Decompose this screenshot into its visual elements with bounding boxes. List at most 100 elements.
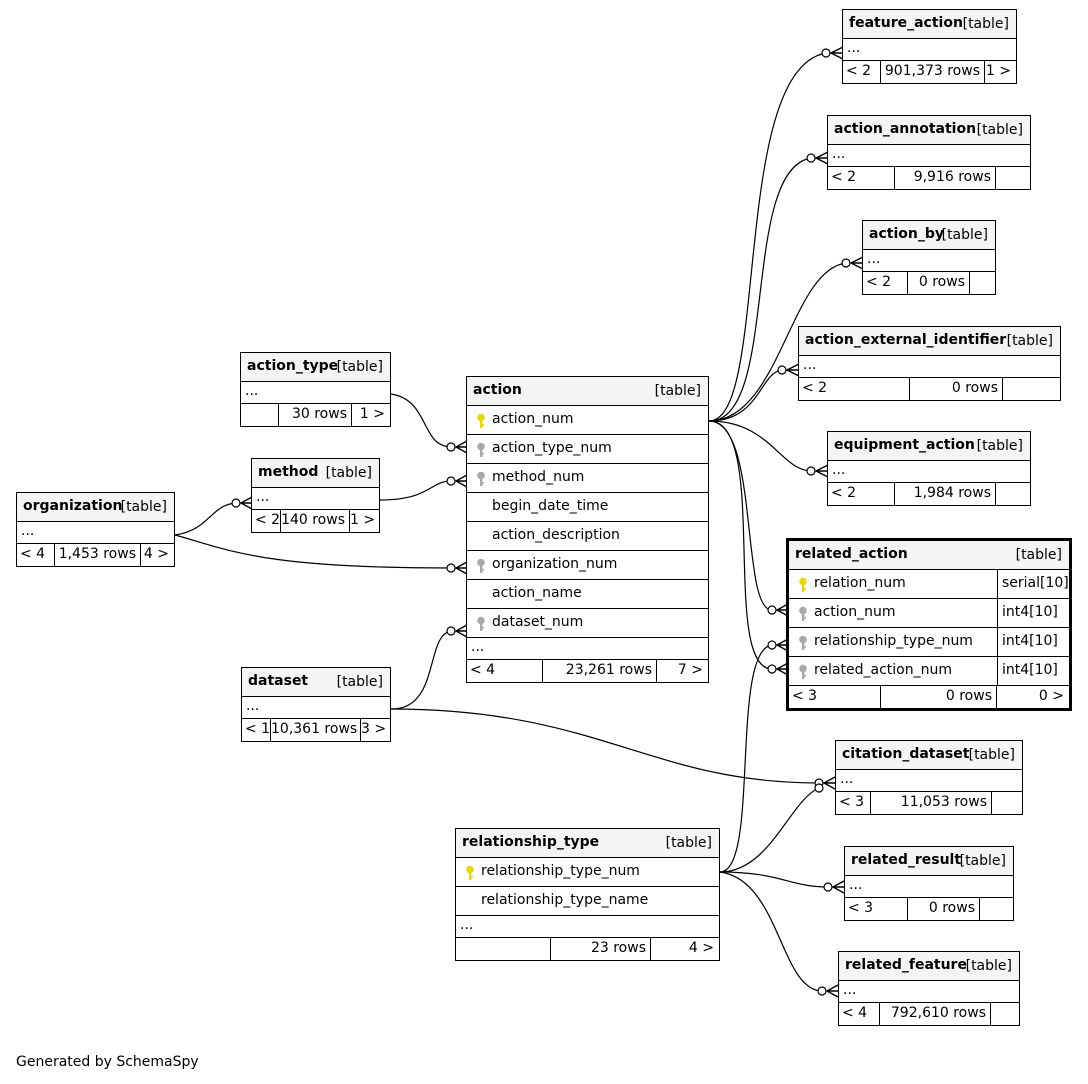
table-footer: < 2 1,984 rows bbox=[828, 483, 1030, 505]
table-name: action_type bbox=[247, 358, 339, 374]
column-name: action_description bbox=[492, 527, 620, 543]
child-count[interactable]: 0 > bbox=[1038, 688, 1064, 704]
parent-count[interactable]: < 4 bbox=[839, 1003, 880, 1025]
table-dataset[interactable]: dataset[table] ... < 1 10,361 rows 3 > bbox=[241, 667, 391, 742]
edge-dataset-action bbox=[390, 630, 452, 710]
table-action-external-identifier[interactable]: action_external_identifier[table] ... < … bbox=[798, 326, 1061, 401]
column-row[interactable]: action_type_num bbox=[467, 435, 708, 464]
table-header: related_action [table] bbox=[789, 541, 1069, 570]
parent-count[interactable]: < 1 bbox=[242, 719, 271, 741]
table-header: feature_action[table] bbox=[843, 10, 1016, 39]
table-name: action_by bbox=[869, 226, 944, 242]
table-header: action_external_identifier[table] bbox=[799, 327, 1060, 356]
table-equipment-action[interactable]: equipment_action[table] ... < 2 1,984 ro… bbox=[827, 431, 1031, 506]
parent-count[interactable]: < 2 bbox=[843, 61, 881, 83]
table-type-label: [table] bbox=[325, 465, 372, 481]
parent-count[interactable]: < 4 bbox=[467, 660, 543, 682]
column-row[interactable]: dataset_num bbox=[467, 609, 708, 638]
foreign-key-icon bbox=[477, 616, 485, 631]
child-count[interactable] bbox=[996, 483, 1030, 505]
column-row[interactable]: action_description bbox=[467, 522, 708, 551]
table-related-result[interactable]: related_result[table] ... < 3 0 rows bbox=[844, 846, 1014, 921]
table-related-feature[interactable]: related_feature[table] ... < 4 792,610 r… bbox=[838, 951, 1020, 1026]
table-relationship-type[interactable]: relationship_type[table] relationship_ty… bbox=[455, 828, 720, 961]
child-count[interactable]: 1 > bbox=[359, 406, 385, 422]
edge-organization-action bbox=[174, 534, 452, 569]
child-count[interactable]: 7 > bbox=[677, 662, 703, 678]
table-name: citation_dataset bbox=[842, 746, 970, 762]
row-count: 0 rows bbox=[908, 898, 980, 920]
table-feature-action[interactable]: feature_action[table] ... < 2 901,373 ro… bbox=[842, 9, 1017, 84]
edge-reltype-related-action bbox=[719, 644, 773, 873]
row-count: 23,261 rows bbox=[543, 660, 657, 682]
ellipsis-text: ... bbox=[460, 917, 474, 933]
column-row[interactable]: action_num int4[10] bbox=[789, 599, 1069, 628]
parent-count[interactable]: < 2 bbox=[252, 510, 281, 532]
table-footer: < 1 10,361 rows 3 > bbox=[242, 719, 390, 741]
table-name: related_action bbox=[795, 546, 908, 562]
column-row[interactable]: method_num bbox=[467, 464, 708, 493]
parent-count[interactable]: < 2 bbox=[863, 272, 908, 294]
column-name: organization_num bbox=[492, 556, 618, 572]
child-count[interactable]: 1 > bbox=[350, 512, 376, 528]
edge-reltype-citation bbox=[719, 787, 820, 873]
table-footer: 23 rows 4 > bbox=[456, 938, 719, 960]
column-row[interactable]: action_name bbox=[467, 580, 708, 609]
column-row[interactable]: organization_num bbox=[467, 551, 708, 580]
column-type: int4[10] bbox=[997, 628, 1069, 656]
parent-count[interactable]: < 2 bbox=[828, 483, 895, 505]
column-row[interactable]: begin_date_time bbox=[467, 493, 708, 522]
column-row[interactable]: related_action_num int4[10] bbox=[789, 657, 1069, 686]
table-type-label: [table] bbox=[665, 835, 712, 851]
table-type-label: [table] bbox=[976, 122, 1023, 138]
foreign-key-icon bbox=[477, 471, 485, 486]
table-organization[interactable]: organization[table] ... < 4 1,453 rows 4… bbox=[16, 492, 175, 567]
child-count[interactable]: 4 > bbox=[688, 940, 714, 956]
child-count[interactable] bbox=[1003, 378, 1060, 400]
column-row[interactable]: relation_num serial[10] bbox=[789, 570, 1069, 599]
parent-count[interactable] bbox=[241, 404, 279, 426]
table-name: organization bbox=[23, 498, 123, 514]
child-count[interactable] bbox=[991, 1003, 1019, 1025]
row-count: 0 rows bbox=[881, 686, 997, 708]
column-row[interactable]: action_num bbox=[467, 406, 708, 435]
table-name: method bbox=[258, 464, 319, 480]
table-header: action[table] bbox=[467, 377, 708, 406]
table-header: method [table] bbox=[252, 459, 379, 488]
parent-count[interactable]: < 3 bbox=[789, 686, 881, 708]
edge-method bbox=[379, 480, 452, 501]
table-action-type[interactable]: action_type[table] ... 30 rows 1 > bbox=[240, 352, 391, 427]
table-type-label: [table] bbox=[965, 958, 1012, 974]
parent-count[interactable]: < 2 bbox=[828, 167, 895, 189]
ellipsis-row: ... bbox=[252, 488, 379, 510]
column-row[interactable]: relationship_type_num bbox=[456, 858, 719, 887]
parent-count[interactable]: < 4 bbox=[17, 544, 55, 566]
table-related-action[interactable]: related_action [table] relation_num seria… bbox=[786, 538, 1072, 711]
table-action[interactable]: action[table] action_num action_type_num… bbox=[466, 376, 709, 683]
child-count[interactable] bbox=[996, 167, 1030, 189]
ellipsis-row: ... bbox=[828, 461, 1030, 483]
column-row[interactable]: relationship_type_name bbox=[456, 887, 719, 916]
parent-count[interactable]: < 3 bbox=[845, 898, 908, 920]
parent-count[interactable]: < 3 bbox=[836, 792, 871, 814]
table-citation-dataset[interactable]: citation_dataset[table] ... < 3 11,053 r… bbox=[835, 740, 1023, 815]
child-count[interactable]: 3 > bbox=[361, 721, 387, 737]
child-count[interactable] bbox=[992, 792, 1022, 814]
table-method[interactable]: method[table] ... < 2 140 rows 1 > bbox=[251, 458, 380, 533]
ellipsis-text: ... bbox=[245, 383, 259, 399]
parent-count[interactable]: < 2 bbox=[799, 378, 910, 400]
edge-related-action-related-num bbox=[708, 420, 773, 670]
parent-count[interactable] bbox=[456, 938, 551, 960]
row-count: 10,361 rows bbox=[271, 719, 361, 741]
column-name: relation_num bbox=[814, 575, 906, 591]
table-action-by[interactable]: action_by[table] ... < 2 0 rows bbox=[862, 220, 996, 295]
child-count[interactable]: 4 > bbox=[143, 546, 169, 562]
table-footer: < 3 11,053 rows bbox=[836, 792, 1022, 814]
column-row[interactable]: relationship_type_num int4[10] bbox=[789, 628, 1069, 657]
edge-reltype-related-result bbox=[719, 871, 829, 888]
child-count[interactable] bbox=[970, 272, 995, 294]
child-count[interactable]: 1 > bbox=[985, 63, 1011, 79]
table-action-annotation[interactable]: action_annotation[table] ... < 2 9,916 r… bbox=[827, 115, 1031, 190]
table-type-label: [table] bbox=[1015, 547, 1062, 563]
child-count[interactable] bbox=[980, 898, 1013, 920]
